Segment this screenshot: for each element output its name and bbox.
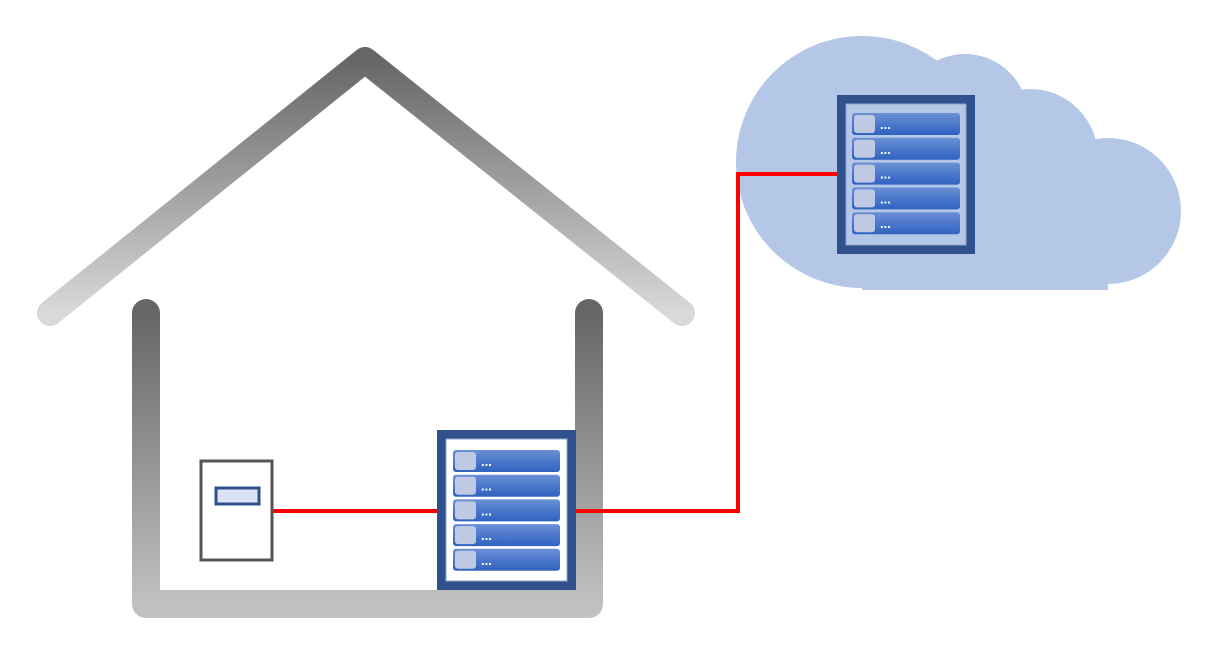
server-row-label: ... — [880, 191, 891, 206]
server-row-bar — [852, 187, 960, 210]
server-row-bar — [453, 548, 560, 571]
server-row-bar — [852, 113, 960, 135]
server-row: ... — [453, 524, 560, 547]
server-row-bar — [453, 524, 560, 547]
home-server: ............... — [437, 430, 576, 590]
server-row-label: ... — [481, 553, 492, 568]
server-row-label: ... — [481, 479, 492, 494]
server-row: ... — [453, 499, 560, 522]
wire-home-to-cloud-server — [573, 172, 842, 513]
server-row-label: ... — [481, 454, 492, 469]
house — [37, 47, 695, 618]
server-row: ... — [453, 548, 560, 571]
server-row: ... — [852, 113, 960, 135]
server-row-label: ... — [880, 117, 891, 132]
client-device — [199, 459, 274, 562]
server-row: ... — [453, 474, 560, 497]
server-row-bar — [453, 474, 560, 497]
server-row-label: ... — [481, 503, 492, 518]
server-row-icon — [455, 526, 476, 545]
house-roof — [37, 47, 695, 326]
server-row-icon — [455, 476, 476, 495]
server-row-icon — [455, 550, 476, 569]
server-row: ... — [852, 212, 960, 235]
server-row-icon — [455, 452, 476, 470]
server-row: ... — [852, 187, 960, 210]
server-row-icon — [455, 501, 476, 520]
server-row-icon — [854, 139, 875, 158]
server-row-bar — [852, 137, 960, 160]
server-row-icon — [854, 214, 875, 233]
server-row-bar — [852, 162, 960, 185]
server-row: ... — [453, 450, 560, 472]
server-row-label: ... — [481, 528, 492, 543]
server-row-bar — [453, 499, 560, 522]
server-row-bar — [852, 212, 960, 235]
server-row-label: ... — [880, 142, 891, 157]
server-row: ... — [852, 137, 960, 160]
server-row-icon — [854, 189, 875, 208]
server-row: ... — [852, 162, 960, 185]
cloud-server: ............... — [837, 95, 975, 254]
house-walls — [132, 299, 603, 618]
device-display — [214, 486, 261, 506]
server-row-icon — [854, 164, 875, 183]
server-row-icon — [854, 115, 875, 133]
server-row-bar — [453, 450, 560, 472]
server-row-label: ... — [880, 167, 891, 182]
server-row-label: ... — [880, 216, 891, 231]
